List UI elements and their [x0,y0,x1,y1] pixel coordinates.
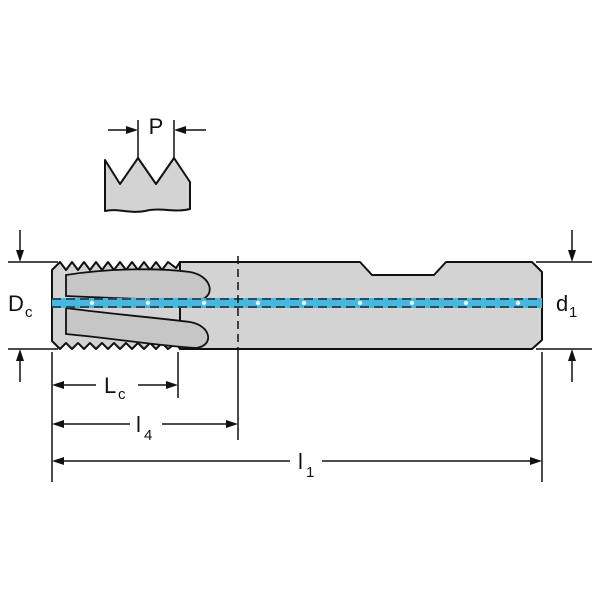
l1-arrow-right-icon [530,457,542,465]
tool-body [51,256,543,355]
d1-arrow-down-icon [568,250,576,262]
d1-arrow-up-icon [568,349,576,361]
dc-label-sub: c [25,304,33,321]
pitch-arrow-left-icon [126,126,138,134]
coolant-channel [52,298,542,308]
l4-dimension: l 4 [52,412,238,444]
flute-upper [65,268,211,301]
dc-arrow-down-icon [16,250,24,262]
lc-arrow-left-icon [52,381,64,389]
lc-label-sub: c [118,386,126,403]
thread-profile-detail: P [104,114,206,213]
pitch-arrow-right-icon [174,126,186,134]
thread-profile-icon [104,157,191,213]
lc-arrow-right-icon [166,381,178,389]
l1-arrow-left-icon [52,457,64,465]
d1-label-sub: 1 [569,304,577,321]
l4-label-sub: 4 [144,427,152,444]
l1-label-sub: 1 [306,464,314,481]
lc-dimension: L c [52,373,178,403]
pitch-label: P [149,114,164,139]
length-extension-lines [51,352,543,482]
l4-arrow-left-icon [52,420,64,428]
l4-arrow-right-icon [226,420,238,428]
dc-label: D [8,291,24,316]
l1-label: l [298,449,303,474]
l4-label: l [136,412,141,437]
lc-label: L [104,373,116,398]
l1-dimension: l 1 [52,449,542,481]
d1-label: d [556,291,568,316]
dc-dimension: D c [8,230,33,382]
dc-arrow-up-icon [16,349,24,361]
flute-lower [65,306,209,349]
diameter-extension-lines [8,261,592,350]
d1-dimension: d 1 [556,230,577,382]
